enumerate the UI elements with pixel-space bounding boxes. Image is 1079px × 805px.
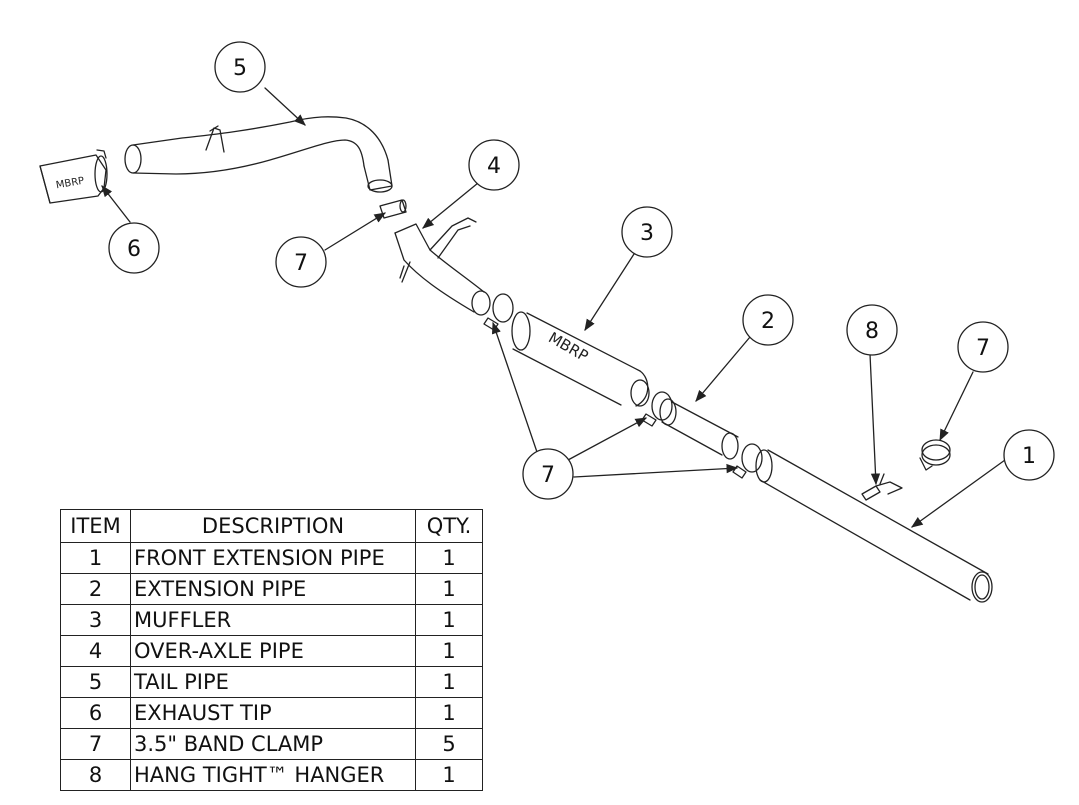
item-description: EXHAUST TIP [130,697,416,729]
balloon-1-label: 1 [1022,444,1036,469]
leader-line [324,212,386,251]
table-row: 5 TAIL PIPE 1 [60,666,483,698]
balloon-2-label: 2 [761,309,775,334]
bill-of-materials-table: ITEM DESCRIPTION QTY. 1 FRONT EXTENSION … [60,509,483,791]
balloon-3: 3 [621,206,673,258]
balloon-5-label: 5 [233,56,247,81]
tip-logo: MBRP [55,176,85,192]
table-row: 1 FRONT EXTENSION PIPE 1 [60,542,483,574]
item-description: OVER-AXLE PIPE [130,635,416,667]
balloon-7: 7 [275,236,327,288]
balloon-6-label: 6 [127,237,141,262]
item-description: TAIL PIPE [130,666,416,698]
item-description: EXTENSION PIPE [130,573,416,605]
leader-line [573,463,739,478]
balloon-7: 7 [522,448,574,500]
balloon-4-label: 4 [487,154,501,179]
balloon-7-label: 7 [541,463,555,488]
leader-line [264,87,306,126]
item-number: 7 [60,728,131,760]
balloon-8-label: 8 [865,319,879,344]
item-qty: 1 [415,635,483,667]
balloon-1: 1 [1003,429,1055,481]
table-row: 7 3.5" BAND CLAMP 5 [60,728,483,760]
muffler-part: MBRP [511,311,650,407]
leader-line [101,185,131,223]
leader-line [422,182,479,229]
leader-line [869,353,881,486]
balloon-4: 4 [468,139,520,191]
leader-lines [101,87,1006,528]
balloon-3-label: 3 [640,221,654,246]
item-number: 1 [60,542,131,574]
band-clamp-part [379,199,407,219]
item-number: 5 [60,666,131,698]
leader-line [491,321,539,456]
hanger-part [861,473,903,501]
item-qty: 1 [415,697,483,729]
front-extension-pipe-part [755,449,993,603]
band-clamp-part [919,439,951,471]
balloon-7: 7 [957,321,1009,373]
leader-line [695,336,751,402]
band-clamp-part [483,293,514,331]
item-description: 3.5" BAND CLAMP [130,728,416,760]
item-number: 3 [60,604,131,636]
item-description: MUFFLER [130,604,416,636]
table-row: 4 OVER-AXLE PIPE 1 [60,635,483,667]
table-row: 6 EXHAUST TIP 1 [60,697,483,729]
balloon-7-label: 7 [294,251,308,276]
item-number: 8 [60,759,131,791]
item-column-header: ITEM [60,509,131,543]
exhaust-tip-part: MBRP [39,149,108,204]
item-number: 6 [60,697,131,729]
extension-pipe-part [659,398,739,460]
balloon-5: 5 [214,41,266,93]
balloon-2: 2 [742,294,794,346]
balloon-7-label: 7 [976,336,990,361]
tail-pipe-part [124,116,393,193]
leader-line [584,253,635,331]
item-description: HANG TIGHT™ HANGER [130,759,416,791]
table-row: 8 HANG TIGHT™ HANGER 1 [60,759,483,791]
item-qty: 1 [415,542,483,574]
table-header-row: ITEM DESCRIPTION QTY. [60,509,483,543]
over-axle-pipe-part [394,217,491,316]
balloon-8: 8 [846,304,898,356]
qty-column-header: QTY. [415,509,483,543]
table-row: 3 MUFFLER 1 [60,604,483,636]
leader-line [567,417,648,461]
item-qty: 1 [415,573,483,605]
item-description: FRONT EXTENSION PIPE [130,542,416,574]
balloon-6: 6 [108,222,160,274]
item-qty: 5 [415,728,483,760]
band-clamp-part [641,391,673,427]
item-qty: 1 [415,666,483,698]
description-column-header: DESCRIPTION [130,509,416,543]
item-qty: 1 [415,604,483,636]
leader-line [911,459,1006,528]
item-qty: 1 [415,759,483,791]
item-number: 4 [60,635,131,667]
table-row: 2 EXTENSION PIPE 1 [60,573,483,605]
item-number: 2 [60,573,131,605]
leader-line [939,371,974,442]
